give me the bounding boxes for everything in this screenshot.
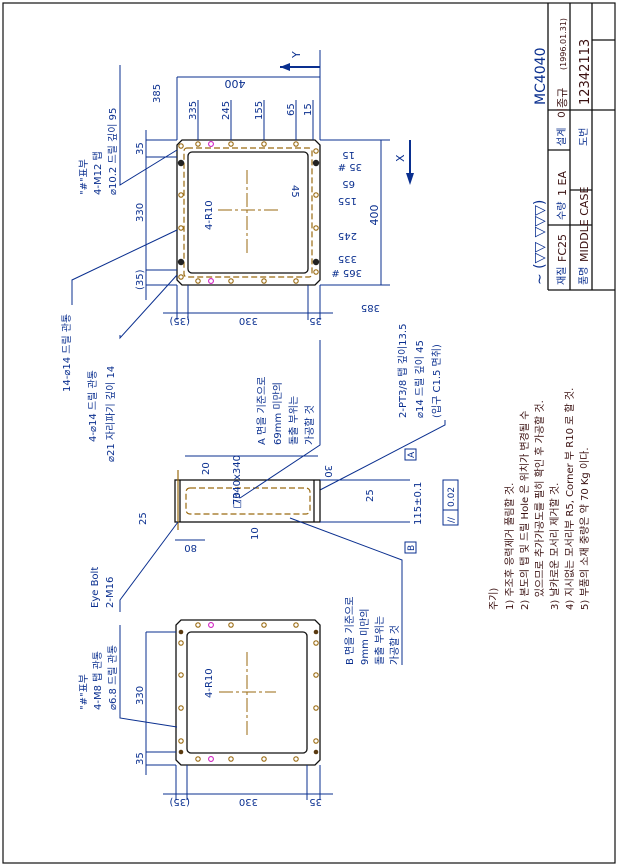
left-dim-35-ref: (35): [135, 269, 146, 290]
bottom-dim-35-ref-b: (35): [169, 796, 190, 807]
bottom-tap-note-line1: "#"표부: [79, 674, 90, 710]
notes-heading: 주기): [488, 588, 500, 610]
a-face-note-line1: A 면을 기준으로: [256, 377, 268, 445]
right-overall-height: 400: [368, 205, 381, 226]
dim-25-left: 25: [138, 512, 149, 525]
drawing-no-label: 도번: [578, 128, 590, 146]
note-5: 5) 부품의 소재 중량은 약 70 Kg 이다.: [579, 447, 591, 610]
a-face-note-line3: 돌출 부위는: [287, 396, 300, 445]
drawing-no-value: 12342113: [578, 39, 593, 105]
bottom-dim-330: 330: [239, 315, 258, 326]
dim-30: 30: [322, 465, 333, 478]
drill-14-note: 14-⌀14 드릴 관통: [60, 314, 73, 392]
part-name-value: MIDDLE CASE: [578, 187, 591, 262]
note-2: 2) 본도의 탭 및 드릴 Hole 은 위치가 변경될 수: [518, 411, 531, 610]
parallelism-symbol: //: [447, 516, 457, 523]
hole-markers: [178, 141, 319, 284]
bottom-dim-35: 35: [309, 315, 322, 326]
bottom-corner-radius: 4-R10: [204, 668, 215, 698]
bottom-tap-note-line2: 4-M8 탭 관통: [92, 651, 104, 710]
side-view: □340x340 20 70 30 25 80 10 25 115±0.1 A …: [90, 340, 459, 665]
top-pos-245: 245: [221, 101, 232, 120]
b-face-note-line4: 가공할 것: [389, 625, 401, 665]
top-overall-width: 400: [225, 77, 246, 90]
material-label: 재질: [556, 267, 568, 285]
right-pos-35: 35 #: [338, 161, 362, 172]
title-block: ∼ (▽▽ ▽▽▽) MC4040 재질 FC25 수량 1 EA 설계 이종규…: [532, 3, 615, 291]
design-date: (1996.01.31): [559, 18, 568, 70]
bottom-tap-note-line3: ⌀6.8 드릴 관통: [106, 645, 119, 710]
quantity-label: 수량: [556, 202, 568, 220]
counterbore-note-line1: 4-⌀14 드릴 관통: [86, 370, 99, 442]
eye-bolt-note-line1: Eye Bolt: [90, 567, 101, 608]
part-name-label: 품명: [578, 267, 590, 285]
drawing-code: MC4040: [533, 48, 549, 105]
bottom-dim-330-b: 330: [239, 796, 258, 807]
note-1: 1) 주조후 응력제거 풀림할 것.: [504, 483, 516, 610]
material-value: FC25: [556, 234, 569, 262]
pt-note-line2: ⌀14 드릴 깊이 45: [413, 340, 426, 418]
square-dim: □340x340: [232, 455, 243, 509]
dim-20: 20: [201, 462, 212, 475]
top-pos-385: 385: [152, 84, 163, 103]
dim-70: 70: [232, 492, 243, 505]
top-pos-335: 335: [188, 101, 199, 120]
dim-25-right: 25: [365, 489, 376, 502]
datum-b: B: [407, 545, 417, 551]
bottom-view-outline: [175, 619, 321, 766]
right-pos-65: 65: [342, 178, 355, 189]
top-corner-radius: 4-R10: [204, 200, 215, 230]
designer-value: 이종규: [556, 88, 569, 118]
counterbore-note-line2: ⌀21 자리파기 깊이 14: [105, 366, 117, 462]
right-pos-155: 155: [338, 195, 357, 206]
top-tap-note-line1: "#"표부: [79, 159, 90, 195]
left-dim-330: 330: [135, 203, 146, 222]
top-tap-note-line2: 4-M12 탭: [92, 151, 104, 195]
b-face-note-line1: B 면을 기준으로: [344, 597, 356, 665]
parallelism-tolerance: 0.02: [447, 487, 457, 507]
dim-10: 10: [250, 527, 261, 540]
bottom-dim-35-b: 35: [309, 796, 322, 807]
b-face-note-line3: 돌출 부위는: [373, 616, 386, 665]
note-3: 3) 날카로운 모서리 제거할 것.: [549, 483, 561, 610]
bottom-dim-35-ref: (35): [169, 315, 190, 326]
right-pos-365: 365 #: [331, 267, 362, 278]
left-dim-35: 35: [135, 142, 146, 155]
pt-note-line1: 2-PT3/8 탭 깊이13.5: [397, 324, 409, 418]
right-inner-dim-45: 45: [289, 185, 300, 198]
quantity-value: 1 EA: [556, 171, 569, 196]
top-pos-65: 65: [286, 103, 297, 116]
dim-80: 80: [184, 542, 197, 553]
top-pos-155: 155: [254, 101, 265, 120]
top-view-outline: [176, 139, 321, 286]
b-face-note-line2: 9mm 미만의: [359, 608, 371, 665]
top-tap-note-line3: ⌀10.2 드릴 깊이 95: [106, 108, 119, 195]
right-pos-385: 385: [361, 302, 380, 313]
surface-finish-symbol: ∼ (▽▽ ▽▽▽): [532, 200, 548, 285]
note-2-cont: 있으므로 추가가공도를 필히 확인 후 가공할 것.: [534, 400, 546, 610]
right-pos-335: 335: [338, 253, 357, 264]
datum-a: A: [407, 451, 417, 458]
right-pos-15: 15: [342, 149, 355, 160]
a-face-note-line2: 69mm 미만의: [272, 382, 284, 445]
pt-note-line3: (입구 C1.5 면취): [430, 344, 443, 418]
bottom-left-dim-35: 35: [135, 752, 146, 765]
axis-y-label: Y: [290, 51, 303, 59]
a-face-note-line4: 가공할 것: [304, 405, 316, 445]
note-4: 4) 지시없는 모서리부 R5, Corner 부 R10 로 할 것.: [563, 388, 576, 610]
thickness-dim: 115±0.1: [413, 482, 424, 525]
top-view: 4-R10 Y X 400 385 335 245 155 65 15 400 …: [60, 50, 446, 491]
general-notes: 주기) 1) 주조후 응력제거 풀림할 것. 2) 본도의 탭 및 드릴 Hol…: [488, 388, 591, 610]
right-pos-245: 245: [338, 230, 357, 241]
design-label: 설계: [556, 128, 568, 146]
axis-x-label: X: [394, 154, 407, 162]
bottom-left-dim-330: 330: [135, 686, 146, 705]
bottom-view: 4-R10 "#"표부 4-M8 탭 관통 ⌀6.8 드릴 관통 330 35 …: [79, 619, 333, 807]
top-pos-15: 15: [303, 103, 314, 116]
eye-bolt-note-line2: 2-M16: [105, 577, 116, 608]
